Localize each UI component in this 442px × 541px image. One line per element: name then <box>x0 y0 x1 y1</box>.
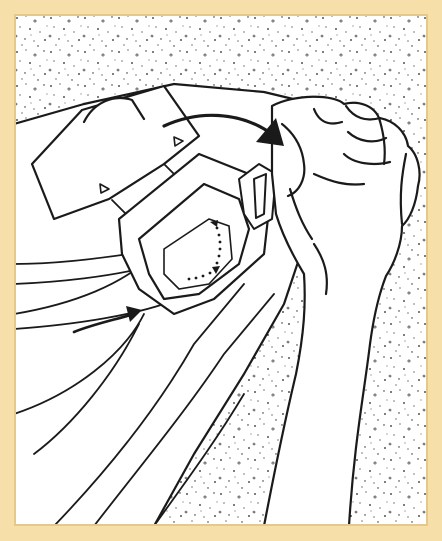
illustration-panel <box>14 14 428 526</box>
instruction-illustration <box>14 14 428 526</box>
